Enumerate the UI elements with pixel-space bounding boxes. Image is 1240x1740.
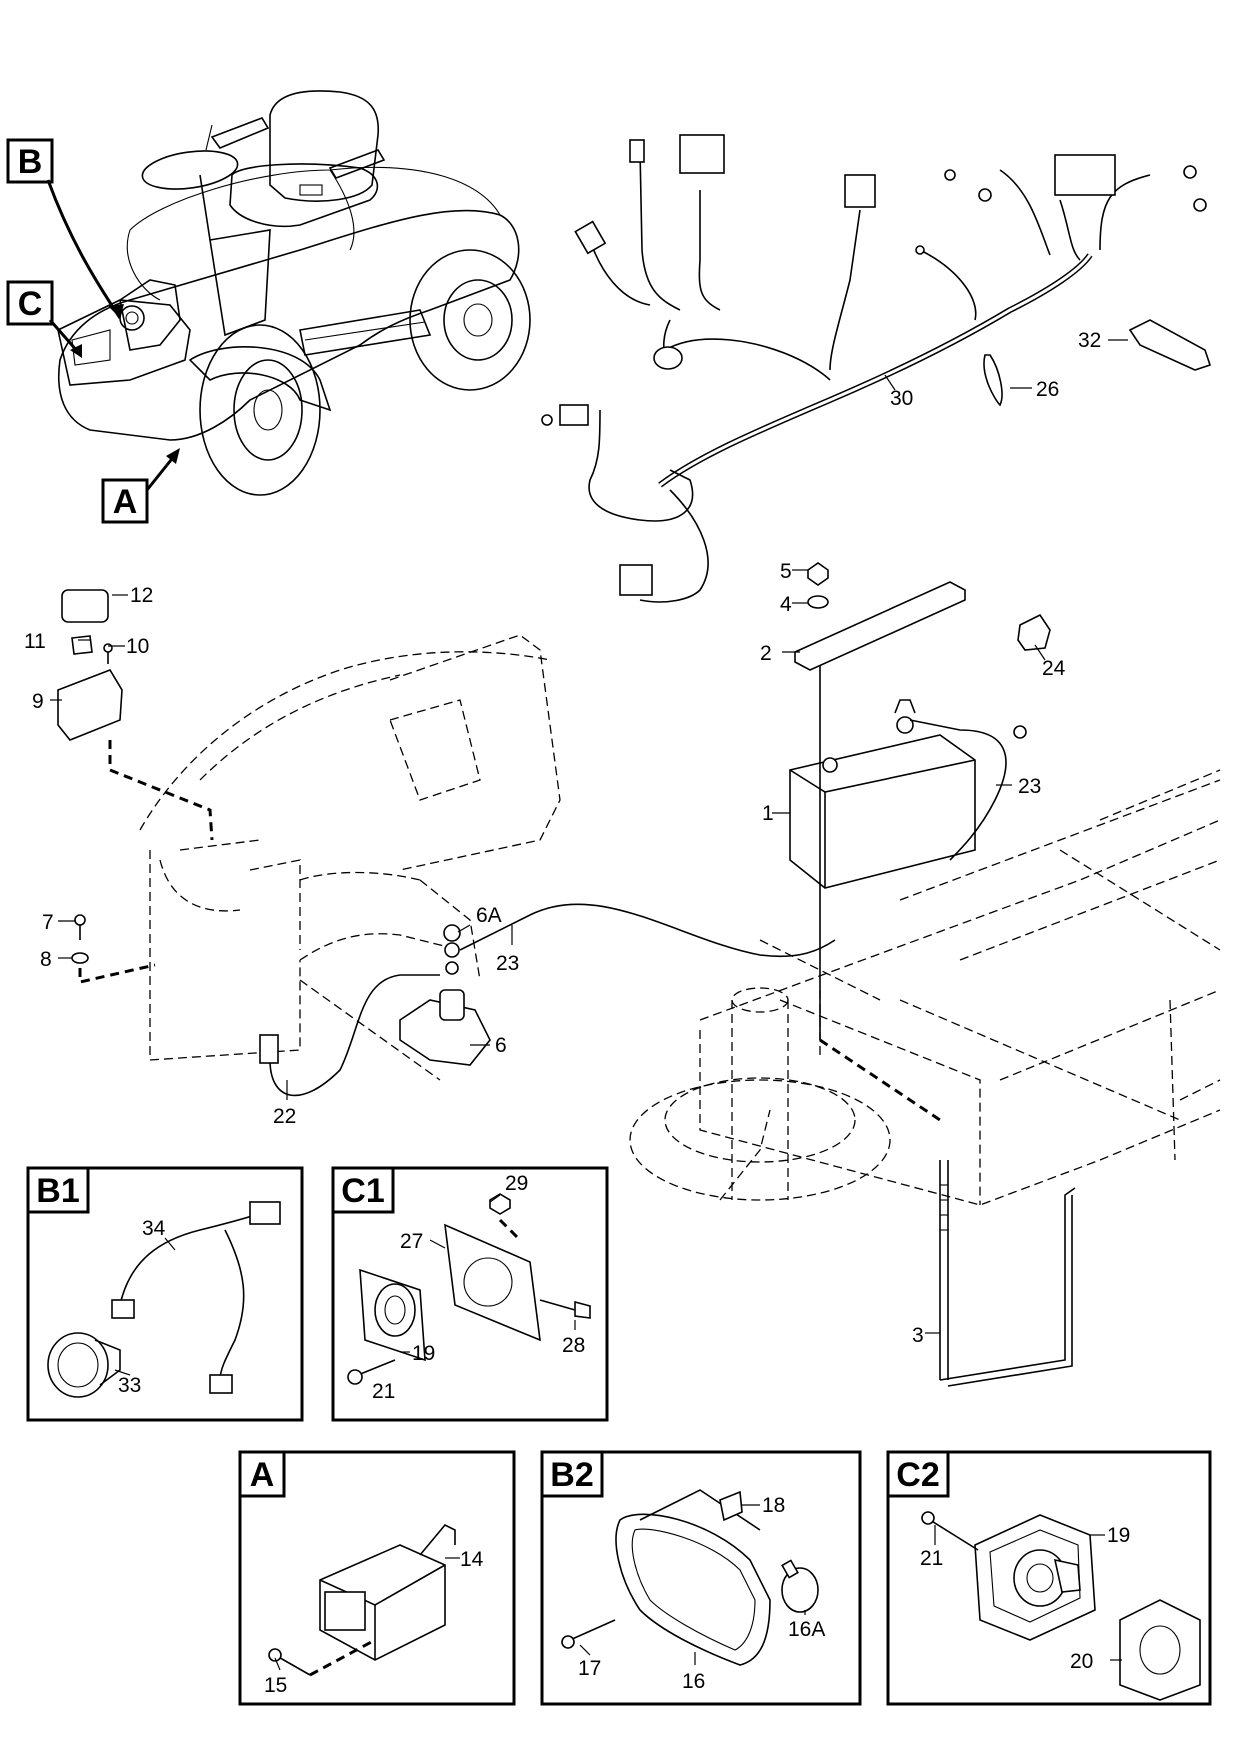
callout-3: 3 bbox=[912, 1324, 924, 1347]
callout-8: 8 bbox=[40, 948, 52, 971]
view-label-c-text: C bbox=[18, 285, 43, 323]
callout-28: 28 bbox=[562, 1334, 585, 1357]
solenoid-6 bbox=[299, 924, 491, 1081]
screw-washer-7-8 bbox=[71, 914, 156, 984]
callout-19-c1: 19 bbox=[412, 1342, 435, 1365]
callout-30: 30 bbox=[890, 387, 913, 410]
view-label-a-text: A bbox=[113, 483, 138, 521]
callout-14: 14 bbox=[460, 1548, 484, 1571]
inset-b1-label: B1 bbox=[36, 1172, 79, 1210]
callout-5: 5 bbox=[780, 560, 792, 583]
bracket-32 bbox=[1128, 319, 1212, 371]
frame-dashed bbox=[629, 769, 1221, 1206]
callout-23-upper: 23 bbox=[1018, 775, 1041, 798]
cable-23-short bbox=[909, 719, 1007, 861]
cable-tie-26 bbox=[983, 354, 1003, 407]
callout-33: 33 bbox=[118, 1374, 141, 1397]
inset-a-label: A bbox=[250, 1456, 275, 1494]
view-label-a: A bbox=[101, 448, 180, 524]
inset-b2: B2 bbox=[540, 1450, 862, 1706]
view-label-b-text: B bbox=[18, 143, 43, 181]
callout-1: 1 bbox=[762, 802, 774, 825]
callout-27: 27 bbox=[400, 1230, 423, 1253]
callout-15: 15 bbox=[264, 1674, 287, 1697]
inset-c1: C1 bbox=[331, 1166, 609, 1422]
callout-7: 7 bbox=[42, 911, 54, 934]
callout-24: 24 bbox=[1042, 657, 1066, 680]
inset-b1: B1 bbox=[26, 1166, 304, 1422]
battery-bracket-2 bbox=[794, 581, 966, 671]
fender-assembly bbox=[139, 634, 561, 1061]
callout-21-c1: 21 bbox=[372, 1380, 395, 1403]
callout-2: 2 bbox=[760, 642, 772, 665]
callout-11: 11 bbox=[24, 630, 46, 653]
rod-3-path bbox=[819, 1038, 941, 1122]
callout-16a: 16A bbox=[788, 1618, 825, 1641]
callout-23-lower: 23 bbox=[496, 952, 519, 975]
part-24 bbox=[1017, 613, 1051, 651]
inset-a: A bbox=[238, 1450, 516, 1706]
leader-lines bbox=[50, 339, 1128, 1671]
callout-22: 22 bbox=[273, 1105, 296, 1128]
callout-26: 26 bbox=[1036, 378, 1059, 401]
terminal-23 bbox=[1013, 725, 1027, 739]
inset-c1-label: C1 bbox=[341, 1172, 384, 1210]
callout-10: 10 bbox=[126, 635, 149, 658]
callout-20: 20 bbox=[1070, 1650, 1093, 1673]
callout-34: 34 bbox=[142, 1217, 166, 1240]
cable-23-long bbox=[459, 903, 836, 958]
rod-3 bbox=[939, 1160, 1076, 1387]
callout-6: 6 bbox=[495, 1034, 507, 1057]
callout-29: 29 bbox=[505, 1172, 528, 1195]
callout-numbers: 12 11 10 9 7 8 6A 23 6 22 1 2 5 4 23 24 … bbox=[24, 329, 1130, 1697]
callout-9: 9 bbox=[32, 690, 44, 713]
inset-c2: C2 bbox=[886, 1450, 1212, 1706]
washer-4 bbox=[807, 595, 829, 609]
battery-1 bbox=[789, 699, 976, 889]
nut-5 bbox=[807, 562, 829, 586]
callout-18: 18 bbox=[762, 1494, 785, 1517]
connector-22 bbox=[259, 1034, 279, 1064]
callout-6a: 6A bbox=[476, 904, 502, 927]
callout-19-c2: 19 bbox=[1107, 1524, 1130, 1547]
fuse-holder-group bbox=[57, 589, 214, 841]
callout-17: 17 bbox=[578, 1657, 601, 1680]
wiring-harness bbox=[541, 134, 1207, 603]
view-label-b: B bbox=[6, 138, 124, 319]
mower-overview bbox=[57, 90, 531, 496]
callout-16: 16 bbox=[682, 1670, 705, 1693]
cable-22 bbox=[269, 974, 440, 1097]
callout-32: 32 bbox=[1078, 329, 1101, 352]
callout-4: 4 bbox=[780, 593, 792, 616]
view-label-c: C bbox=[6, 280, 82, 358]
callout-12: 12 bbox=[130, 584, 153, 607]
callout-21-c2: 21 bbox=[920, 1547, 943, 1570]
inset-c2-label: C2 bbox=[896, 1456, 939, 1494]
inset-b2-label: B2 bbox=[550, 1456, 593, 1494]
